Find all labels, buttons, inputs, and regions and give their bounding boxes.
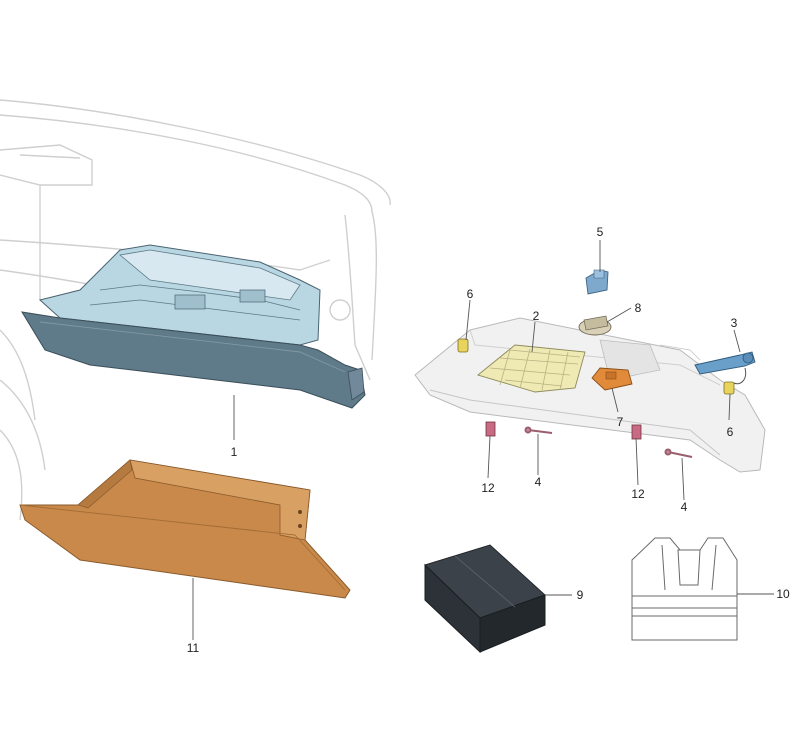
callout-8: 8	[635, 301, 642, 315]
callout-12a: 12	[481, 481, 495, 495]
callout-10: 10	[776, 587, 790, 601]
cap-part-5	[585, 269, 609, 295]
latch-part-7	[591, 367, 633, 391]
callout-3: 3	[731, 316, 738, 330]
callout-1: 1	[231, 445, 238, 459]
callout-5: 5	[597, 225, 604, 239]
callout-2: 2	[533, 309, 540, 323]
lamp-part-8	[578, 315, 612, 336]
callout-7: 7	[617, 415, 624, 429]
storage-box-part-9	[424, 544, 546, 654]
callout-12b: 12	[631, 487, 645, 501]
callout-6b: 6	[727, 425, 734, 439]
mat-part-2	[477, 344, 586, 393]
handle-part-3	[694, 351, 756, 385]
callout-11: 11	[187, 641, 200, 655]
bracket-part-12-left	[485, 421, 496, 437]
pin-part-4-left	[524, 426, 553, 434]
clip-part-6-left	[457, 338, 469, 353]
bracket-part-12-right	[631, 424, 642, 440]
glovebox-lid-part-11	[19, 459, 351, 599]
callout-9: 9	[577, 588, 584, 602]
callout-6a: 6	[467, 287, 474, 301]
clip-part-6-right	[723, 381, 735, 395]
safety-vest-part-10	[631, 537, 738, 641]
callout-4a: 4	[535, 475, 542, 489]
callout-4b: 4	[681, 500, 688, 514]
callout-labels: 1 11 5 8 6 2 3 7 6 12 4 12 4 9 10	[187, 225, 790, 655]
leader-lines	[192, 240, 774, 640]
pin-part-4-right	[664, 448, 693, 458]
glovebox-housing-part-1	[21, 244, 366, 409]
